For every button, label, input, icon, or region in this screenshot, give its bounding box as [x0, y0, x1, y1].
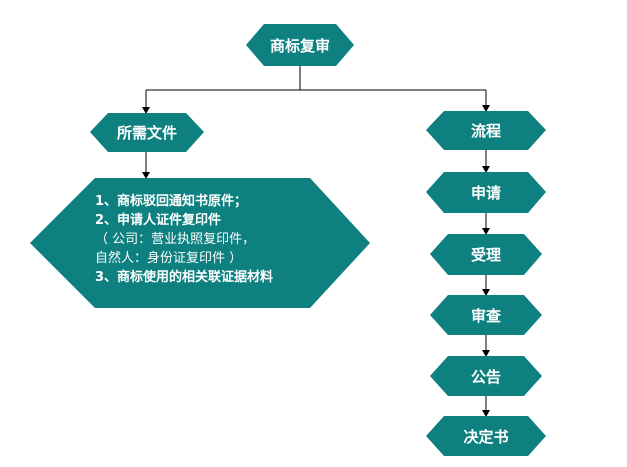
step-4-shape [430, 356, 542, 396]
required-docs-list: 1、商标驳回通知书原件； 2、申请人证件复印件 （ 公司：营业执照复印件， 自然… [95, 192, 273, 287]
doc-item-1: 1、商标驳回通知书原件； [95, 194, 248, 209]
nodes [30, 24, 546, 456]
process-title-shape [426, 111, 546, 150]
connectors [142, 66, 490, 417]
doc-item-2: 2、申请人证件复印件 [95, 213, 222, 228]
root-node-label: 商标复审 [269, 36, 330, 55]
step-decision-label: 决定书 [463, 427, 509, 446]
docs-list-shape [30, 178, 370, 308]
step-publish-label: 公告 [470, 367, 501, 386]
step-3-shape [430, 295, 542, 335]
step-review-label: 审查 [470, 306, 501, 325]
process-title-label: 流程 [470, 122, 501, 140]
step-accept-label: 受理 [470, 246, 501, 264]
step-2-shape [430, 234, 542, 275]
step-apply-label: 申请 [470, 184, 501, 202]
step-5-shape [426, 416, 546, 456]
docs-title-label: 所需文件 [116, 124, 177, 142]
doc-item-2-note-person: 自然人：身份证复印件 ） [95, 251, 243, 266]
step-1-shape [426, 172, 546, 213]
root-node-shape [246, 24, 354, 66]
doc-item-3: 3、商标使用的相关联证据材料 [95, 270, 274, 285]
doc-item-2-note-company: （ 公司：营业执照复印件， [95, 232, 256, 247]
docs-title-shape [90, 113, 204, 152]
